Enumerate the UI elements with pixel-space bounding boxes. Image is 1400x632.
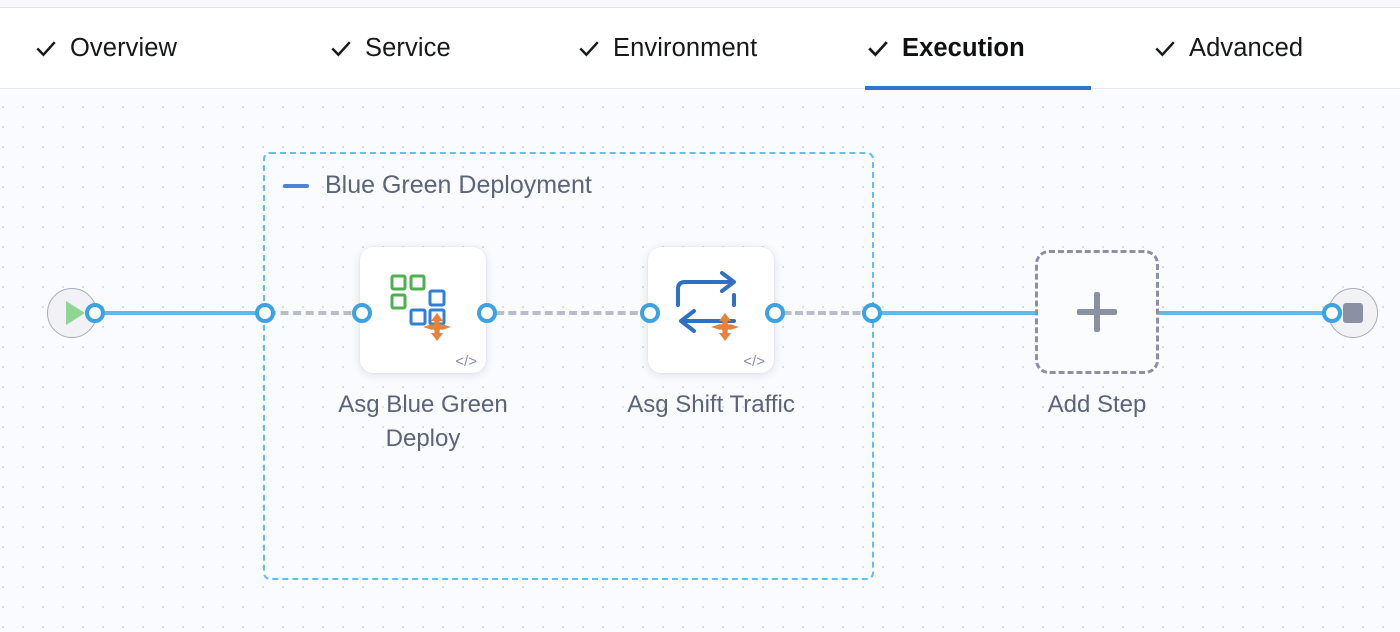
pipeline-canvas[interactable]: Blue Green Deployment — [0, 90, 1400, 632]
play-icon — [65, 301, 85, 325]
tab-overview[interactable]: Overview — [33, 9, 179, 89]
check-icon — [1155, 41, 1175, 57]
check-icon — [868, 41, 888, 57]
asg-shift-traffic-icon — [676, 271, 739, 341]
connector-line-4 — [870, 311, 1038, 315]
connector-dot-step1-in[interactable] — [352, 303, 372, 323]
connector-dot-step2-out[interactable] — [765, 303, 785, 323]
check-icon — [36, 41, 56, 57]
tab-environment[interactable]: Environment — [576, 9, 759, 89]
add-step-button[interactable] — [1035, 250, 1159, 374]
connector-dot-step1-out[interactable] — [477, 303, 497, 323]
connector-dot-start[interactable] — [85, 303, 105, 323]
step-label-asg-shift-traffic: Asg Shift Traffic — [627, 391, 795, 418]
connector-dot-step2-in[interactable] — [640, 303, 660, 323]
asg-blue-green-deploy-icon — [390, 274, 451, 341]
plus-icon-vertical — [1094, 292, 1100, 332]
connector-line-end — [1156, 311, 1336, 315]
connector-line-start — [72, 311, 268, 315]
minus-icon[interactable] — [283, 183, 309, 188]
wizard-tab-bar: Overview Service Environment Execution — [0, 9, 1400, 90]
connector-line-2 — [484, 311, 650, 315]
connector-dot-group-out[interactable] — [862, 303, 882, 323]
stage-group-header[interactable]: Blue Green Deployment — [283, 173, 592, 198]
check-icon — [331, 41, 351, 57]
pipeline-end-node[interactable] — [1328, 288, 1378, 338]
check-icon — [579, 41, 599, 57]
tab-advanced[interactable]: Advanced — [1152, 9, 1305, 89]
tab-execution[interactable]: Execution — [865, 9, 1091, 90]
step-node-asg-blue-green-deploy[interactable]: </> — [360, 247, 486, 373]
add-step-label: Add Step — [1047, 391, 1147, 418]
connector-line-1 — [268, 311, 364, 315]
connector-dot-group-in[interactable] — [255, 303, 275, 323]
step-node-asg-shift-traffic[interactable]: </> — [648, 247, 774, 373]
move-arrows-icon — [711, 313, 739, 341]
code-glyph-icon: </> — [455, 353, 477, 370]
stage-group-title: Blue Green Deployment — [325, 171, 592, 199]
code-glyph-icon: </> — [743, 353, 765, 370]
stage-group-box[interactable] — [263, 152, 874, 580]
tab-active-underline — [865, 86, 1091, 90]
tab-label: Environment — [613, 34, 758, 63]
tab-service[interactable]: Service — [328, 9, 453, 89]
step-label-asg-blue-green-deploy: Asg Blue Green Deploy — [338, 391, 508, 453]
move-arrows-icon — [423, 313, 451, 341]
tab-label: Service — [365, 34, 451, 63]
connector-dot-end[interactable] — [1322, 303, 1342, 323]
connector-line-3 — [772, 311, 872, 315]
tab-label: Overview — [70, 34, 178, 63]
tab-label: Execution — [902, 34, 1025, 63]
stop-icon — [1343, 303, 1363, 323]
tab-label: Advanced — [1189, 34, 1304, 63]
top-strip — [0, 0, 1400, 8]
